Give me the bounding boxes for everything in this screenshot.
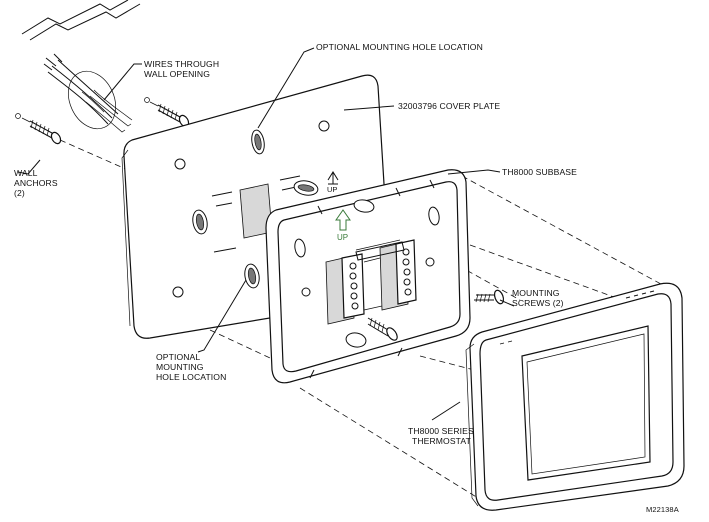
terminal-block-left	[325, 253, 365, 325]
label-subbase: TH8000 SUBBASE	[502, 167, 577, 177]
label-wall-anchors-line3: (2)	[14, 188, 25, 198]
figure-id: M22138A	[646, 505, 679, 514]
mounting-screw-upper	[474, 289, 505, 305]
leader-lines	[17, 47, 515, 421]
label-thermostat-line1: TH8000 SERIES	[408, 426, 474, 436]
label-wall-anchors-line1: WALL	[14, 168, 38, 178]
th8000-subbase: UP	[265, 169, 471, 384]
label-mounting-screws-line1: MOUNTING	[512, 288, 560, 298]
wall-edge	[21, 0, 141, 41]
label-optional-bottom-line3: HOLE LOCATION	[156, 372, 226, 382]
label-wires-line1: WIRES THROUGH	[144, 59, 219, 69]
label-wall-anchors-line2: ANCHORS	[14, 178, 58, 188]
th8000-thermostat	[465, 282, 685, 511]
subbase-up-text: UP	[337, 233, 348, 242]
label-mounting-screws-line2: SCREWS (2)	[512, 298, 564, 308]
label-optional-bottom-line2: MOUNTING	[156, 362, 204, 372]
mounting-screw-lower	[367, 317, 398, 341]
label-wires-line2: WALL OPENING	[144, 69, 210, 79]
label-optional-bottom-line1: OPTIONAL	[156, 352, 200, 362]
wires-bundle	[43, 53, 133, 133]
wall-anchor-left	[15, 113, 62, 145]
cover-plate-up-text: UP	[327, 185, 337, 194]
terminal-block-right	[355, 239, 417, 311]
label-cover-plate: 32003796 COVER PLATE	[398, 101, 500, 111]
label-thermostat-line2: THERMOSTAT	[412, 436, 472, 446]
wall-anchor-right	[144, 97, 190, 128]
label-optional-mounting-top: OPTIONAL MOUNTING HOLE LOCATION	[316, 42, 483, 52]
